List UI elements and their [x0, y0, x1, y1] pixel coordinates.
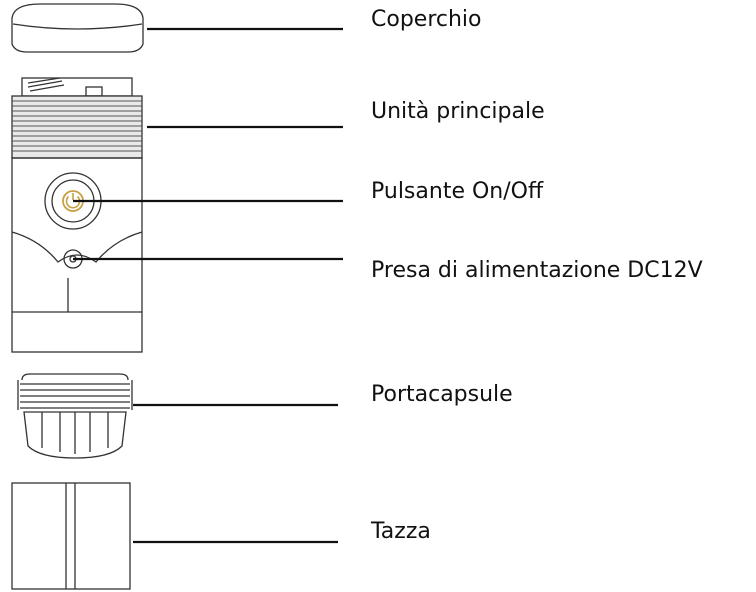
capsule-holder-illustration [17, 373, 133, 459]
main-unit-body-illustration [11, 157, 143, 353]
label-pulsante-on-off: Pulsante On/Off [371, 179, 544, 204]
label-coperchio: Coperchio [371, 7, 482, 32]
label-presa-alimentazione: Presa di alimentazione DC12V [371, 258, 703, 283]
lid-illustration [11, 3, 144, 53]
label-unita-principale: Unità principale [371, 99, 545, 124]
main-unit-top-illustration [11, 77, 143, 159]
cup-illustration [11, 482, 131, 590]
power-button-illustration [44, 172, 102, 230]
label-portacapsule: Portacapsule [371, 382, 513, 407]
label-tazza: Tazza [371, 519, 431, 544]
